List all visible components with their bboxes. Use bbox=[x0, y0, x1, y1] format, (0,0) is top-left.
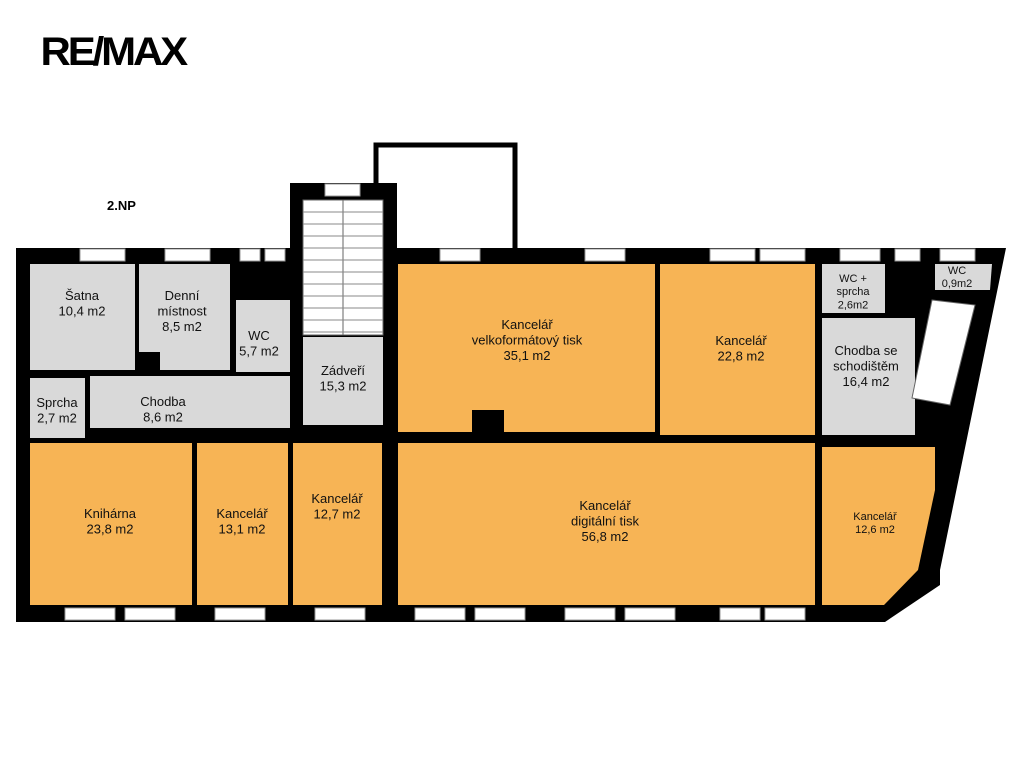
room-label-line: 23,8 m2 bbox=[87, 522, 134, 537]
room-label-line: 22,8 m2 bbox=[718, 349, 765, 364]
room-14 bbox=[398, 443, 815, 605]
floor-label: 2.NP bbox=[107, 198, 136, 213]
room-label-line: 2,7 m2 bbox=[37, 411, 77, 426]
room-9 bbox=[935, 264, 992, 290]
room-label-line: schodištěm bbox=[833, 359, 899, 374]
room-label-line: 8,5 m2 bbox=[162, 319, 202, 334]
room-label-line: Kancelář bbox=[853, 511, 897, 523]
room-label-line: 0,9m2 bbox=[942, 278, 973, 290]
room-label-line: 12,6 m2 bbox=[855, 524, 895, 536]
logo-text: RE/MAX bbox=[40, 30, 189, 74]
room-label-line: Denní bbox=[165, 288, 200, 303]
room-1 bbox=[139, 264, 230, 370]
room-label-line: 35,1 m2 bbox=[504, 348, 551, 363]
room-label-line: Kancelář bbox=[579, 498, 631, 513]
room-label-line: místnost bbox=[157, 304, 207, 319]
room-label-line: 15,3 m2 bbox=[320, 379, 367, 394]
room-label-line: Chodba bbox=[140, 394, 186, 409]
room-12 bbox=[197, 443, 288, 605]
room-label-line: WC + bbox=[839, 273, 867, 285]
room-label-line: Zádveří bbox=[321, 363, 365, 378]
room-7 bbox=[660, 264, 815, 435]
room-13 bbox=[293, 443, 382, 605]
room-label-line: Kancelář bbox=[501, 317, 553, 332]
room-0 bbox=[30, 264, 135, 370]
room-label-line: 10,4 m2 bbox=[59, 304, 106, 319]
room-label-line: sprcha bbox=[836, 286, 870, 298]
room-label-line: velkoformátový tisk bbox=[472, 333, 583, 348]
remax-logo: RE/MAX bbox=[40, 30, 189, 75]
room-label-line: 5,7 m2 bbox=[239, 344, 279, 359]
room-3 bbox=[30, 378, 85, 438]
room-15 bbox=[822, 447, 935, 605]
room-label-line: Sprcha bbox=[36, 395, 78, 410]
room-8 bbox=[822, 264, 885, 313]
room-label-line: Kancelář bbox=[216, 506, 268, 521]
room-label-line: 56,8 m2 bbox=[582, 529, 629, 544]
room-2 bbox=[236, 300, 290, 372]
balcony bbox=[373, 142, 518, 256]
room-label-line: Šatna bbox=[65, 288, 100, 303]
room-label-line: 16,4 m2 bbox=[843, 374, 890, 389]
room-label-line: Kancelář bbox=[311, 491, 363, 506]
room-label-line: 13,1 m2 bbox=[219, 522, 266, 537]
staircase bbox=[302, 199, 384, 336]
room-label-line: Knihárna bbox=[84, 506, 137, 521]
room-4 bbox=[90, 376, 290, 428]
staircase-right bbox=[911, 299, 976, 406]
room-label-line: WC bbox=[948, 265, 966, 277]
room-5 bbox=[303, 337, 383, 425]
room-11 bbox=[30, 443, 192, 605]
room-label-line: 12,7 m2 bbox=[314, 507, 361, 522]
room-label-line: WC bbox=[248, 328, 270, 343]
room-6 bbox=[398, 264, 655, 432]
room-label-line: 2,6m2 bbox=[838, 299, 869, 311]
room-label-line: digitální tisk bbox=[571, 514, 639, 529]
room-label-line: Kancelář bbox=[715, 333, 767, 348]
room-10 bbox=[822, 318, 915, 435]
room-label-line: Chodba se bbox=[835, 343, 898, 358]
room-label-line: 8,6 m2 bbox=[143, 410, 183, 425]
